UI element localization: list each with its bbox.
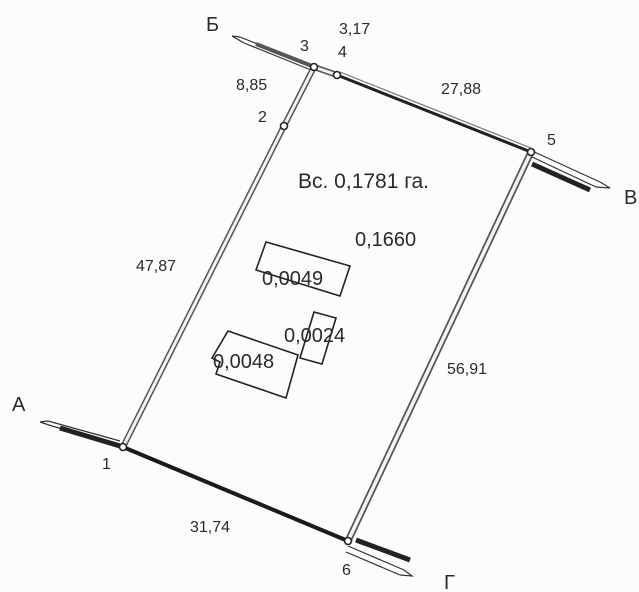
plot-boundary	[120, 64, 535, 543]
building-2-outline	[298, 311, 338, 365]
building-2-area: 0,0024	[284, 325, 345, 347]
neighbor-labels: А Б В Г	[12, 14, 637, 592]
building-3-outline	[210, 330, 299, 400]
total-area-label: Вс. 0,1781 га.	[298, 170, 429, 193]
segment-length-6-1: 31,74	[190, 519, 230, 536]
point-5-marker	[526, 147, 536, 157]
neighbor-b-label: Б	[206, 14, 219, 36]
building-1-area: 0,0049	[262, 268, 323, 290]
neighbor-v-label: В	[624, 187, 637, 209]
area-labels: Вс. 0,1781 га. 0,1660 0,0049 0,0024 0,00…	[213, 170, 429, 373]
point-label: 1	[102, 456, 111, 473]
segment-length-2-3: 8,85	[236, 77, 267, 94]
point-6-marker	[343, 536, 353, 546]
point-label: 2	[258, 109, 267, 126]
point-label: 3	[300, 38, 309, 55]
neighbor-g-label: Г	[444, 572, 455, 592]
segment-length-4-5: 27,88	[441, 81, 481, 98]
neighbor-a-label: А	[12, 394, 26, 416]
point-4-marker	[332, 70, 342, 80]
neighbor-markers	[39, 35, 611, 577]
point-label: 4	[338, 44, 347, 61]
segment-length-3-4: 3,17	[339, 21, 370, 38]
buildings	[210, 241, 352, 400]
segment-length-5-6: 56,91	[447, 361, 487, 378]
point-label: 6	[342, 562, 351, 579]
building-3-area: 0,0048	[213, 351, 274, 373]
segment-length-1-2: 47,87	[136, 258, 176, 275]
point-2-marker	[279, 121, 289, 131]
boundary-points	[118, 62, 536, 546]
building-1-outline	[254, 241, 352, 297]
plot-area-label: 0,1660	[355, 229, 416, 251]
point-1-marker	[118, 442, 128, 452]
point-labels: 1 2 3 4 5 6	[102, 38, 556, 579]
point-label: 5	[547, 132, 556, 149]
point-3-marker	[309, 62, 319, 72]
segment-lengths: 8,85 3,17 27,88 47,87 56,91 31,74	[136, 21, 487, 536]
